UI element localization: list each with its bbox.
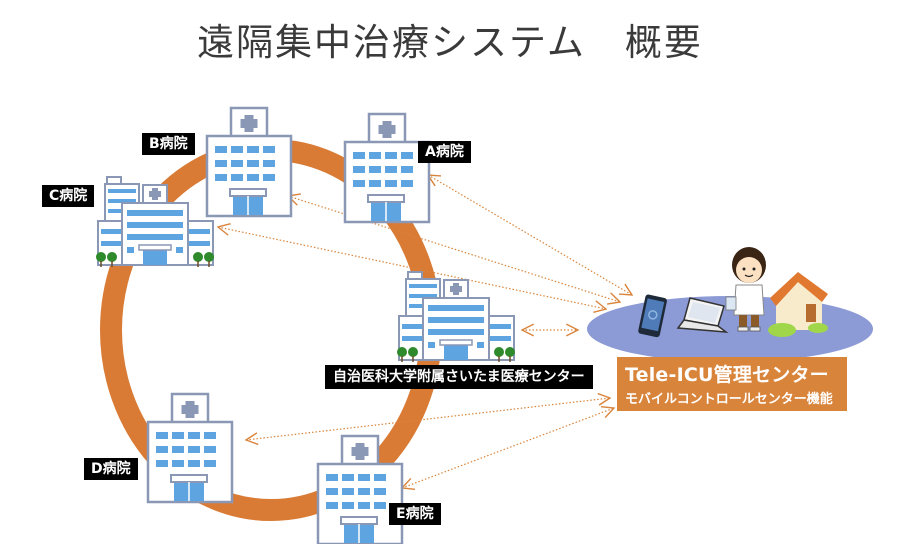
arrow-c xyxy=(218,227,606,309)
hospital-b-icon xyxy=(205,106,293,218)
house-icon xyxy=(768,272,828,337)
hospital-c-icon xyxy=(95,176,215,268)
tele-icu-title: Tele-ICU管理センター xyxy=(625,364,829,386)
doctor-icon xyxy=(725,247,766,332)
hospital-a-icon xyxy=(343,112,431,224)
page-title: 遠隔集中治療システム 概要 xyxy=(197,21,703,64)
center-hospital-label: 自治医科大学附属さいたま医療センター xyxy=(325,365,593,389)
hospital-d-label: D病院 xyxy=(84,458,138,480)
hospital-b-label: B病院 xyxy=(142,133,195,155)
hospital-center-icon xyxy=(396,271,516,363)
tele-icu-subtitle: モバイルコントロールセンター機能 xyxy=(625,392,833,407)
connection-arrows xyxy=(218,175,632,488)
arrow-e xyxy=(402,408,614,488)
smartphone-icon xyxy=(638,294,667,338)
tele-icu-box: Tele-ICU管理センター モバイルコントロールセンター機能 xyxy=(617,357,847,411)
hospital-c-label: C病院 xyxy=(42,185,95,207)
arrow-a xyxy=(428,175,632,295)
hospital-a-label: A病院 xyxy=(418,141,471,163)
laptop-icon xyxy=(676,297,729,333)
hospital-d-icon xyxy=(146,392,234,504)
hospital-e-label: E病院 xyxy=(389,503,441,525)
